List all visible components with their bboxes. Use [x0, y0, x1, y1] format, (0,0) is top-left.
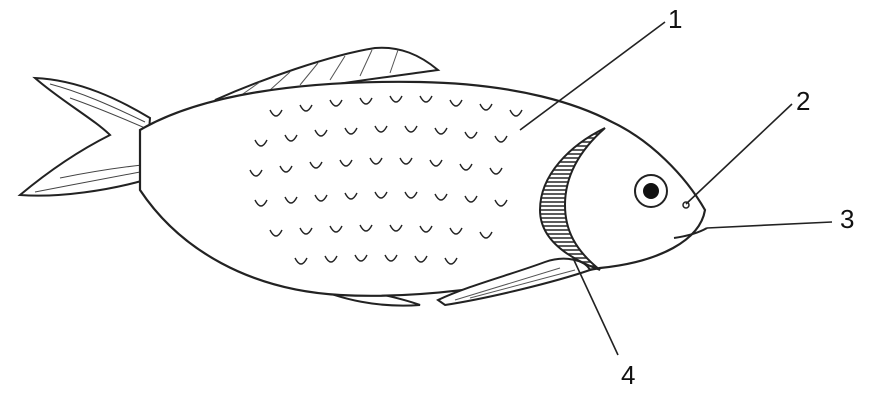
leader-line-4 — [573, 258, 618, 355]
callout-label-3: 3 — [840, 206, 854, 232]
callout-label-1: 1 — [668, 6, 682, 32]
leader-line-3 — [707, 222, 832, 228]
fish-body — [140, 82, 705, 296]
eye-pupil — [643, 183, 659, 199]
callout-label-4: 4 — [621, 362, 635, 388]
leader-line-2 — [686, 104, 792, 204]
callout-label-2: 2 — [796, 88, 810, 114]
